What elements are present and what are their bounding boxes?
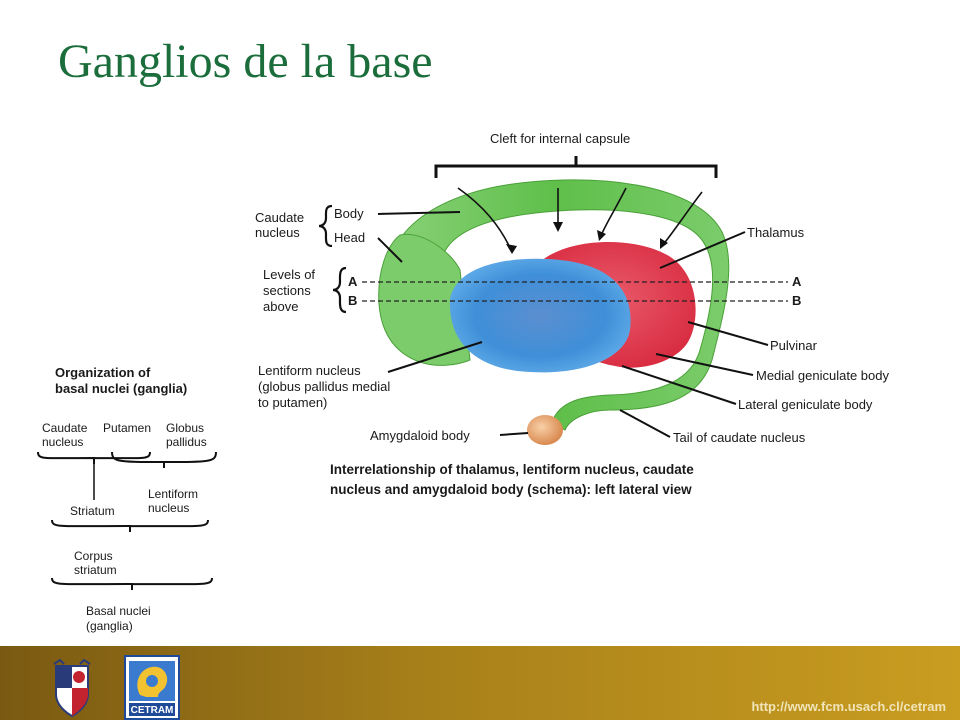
caudate-label-1: Caudate bbox=[255, 210, 304, 225]
lentiform-label-3: to putamen) bbox=[258, 395, 327, 410]
amygdaloid-body-shape bbox=[527, 415, 563, 445]
org-basal-2: (ganglia) bbox=[86, 619, 133, 633]
lentiform-label-1: Lentiform nucleus bbox=[258, 363, 361, 378]
org-globus-1: Globus bbox=[166, 421, 204, 435]
cetram-logo-text: CETRAM bbox=[131, 705, 174, 716]
caudate-head-shape bbox=[378, 233, 471, 366]
org-caudate-2: nucleus bbox=[42, 435, 83, 449]
level-b-right: B bbox=[792, 293, 801, 308]
lateral-geniculate-label: Lateral geniculate body bbox=[738, 397, 873, 412]
org-lentiform-1: Lentiform bbox=[148, 487, 198, 501]
org-title-1: Organization of bbox=[55, 365, 151, 380]
level-a-right: A bbox=[792, 274, 802, 289]
org-globus-2: pallidus bbox=[166, 435, 207, 449]
slide-title: Ganglios de la base bbox=[58, 35, 433, 88]
org-striatum: Striatum bbox=[70, 504, 115, 518]
university-crest-icon bbox=[53, 658, 91, 718]
thalamus-label: Thalamus bbox=[747, 225, 805, 240]
cleft-bracket bbox=[434, 164, 718, 178]
organization-chart: Organization of basal nuclei (ganglia) C… bbox=[37, 365, 217, 633]
cleft-label: Cleft for internal capsule bbox=[490, 131, 630, 146]
levels-label-2: sections bbox=[263, 283, 311, 298]
levels-brace bbox=[332, 266, 347, 314]
pulvinar-label: Pulvinar bbox=[770, 338, 818, 353]
org-putamen: Putamen bbox=[103, 421, 151, 435]
lentiform-nucleus-shape bbox=[449, 258, 631, 373]
body-label: Body bbox=[334, 206, 364, 221]
head-label: Head bbox=[334, 230, 365, 245]
org-basal-1: Basal nuclei bbox=[86, 604, 151, 618]
caption-line-1: Interrelationship of thalamus, lentiform… bbox=[330, 462, 694, 477]
lentiform-label-2: (globus pallidus medial bbox=[258, 379, 390, 394]
org-caudate-1: Caudate bbox=[42, 421, 88, 435]
amygdaloid-label: Amygdaloid body bbox=[370, 428, 470, 443]
medial-geniculate-label: Medial geniculate body bbox=[756, 368, 889, 383]
tail-label: Tail of caudate nucleus bbox=[673, 430, 806, 445]
levels-label-3: above bbox=[263, 299, 298, 314]
level-b-left: B bbox=[348, 293, 357, 308]
org-corpus-1: Corpus bbox=[74, 549, 113, 563]
level-a-left: A bbox=[348, 274, 358, 289]
caudate-nucleus-shape bbox=[382, 179, 730, 431]
cetram-logo-icon: CETRAM bbox=[124, 655, 180, 720]
org-lentiform-2: nucleus bbox=[148, 501, 189, 515]
caudate-brace bbox=[318, 204, 333, 248]
footer-url[interactable]: http://www.fcm.usach.cl/cetram bbox=[751, 699, 946, 714]
org-title-2: basal nuclei (ganglia) bbox=[55, 381, 187, 396]
caudate-label-2: nucleus bbox=[255, 225, 300, 240]
levels-label-1: Levels of bbox=[263, 267, 315, 282]
caption-line-2: nucleus and amygdaloid body (schema): le… bbox=[330, 482, 692, 497]
org-corpus-2: striatum bbox=[74, 563, 117, 577]
leader-lines bbox=[377, 211, 769, 438]
